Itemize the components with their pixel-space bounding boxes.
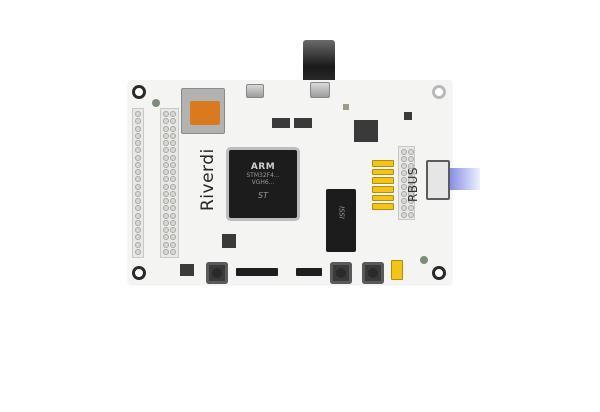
push-button[interactable] — [362, 262, 384, 284]
micro-usb-port-connected — [310, 82, 330, 98]
arm-mcu-chip: ARM STM32F4... VGH6... ST — [229, 150, 297, 218]
mounting-hole-bottom-left — [132, 266, 146, 280]
pin-header-double-row — [160, 108, 179, 258]
reset-button[interactable] — [206, 262, 228, 284]
rbus-label: RBUS — [406, 167, 420, 202]
riverdi-logo: Riverdi — [198, 148, 218, 211]
usb-cable — [303, 40, 335, 84]
mounting-hole-bottom-right — [432, 266, 446, 280]
ribbon-cable — [448, 168, 480, 190]
rbus-header — [398, 146, 415, 220]
boot-jumper[interactable] — [391, 260, 403, 280]
sd-card-slot — [181, 88, 225, 134]
sd-card-slot-latch — [190, 101, 220, 125]
ic-chip — [354, 120, 378, 142]
pin-header-bottom — [236, 268, 278, 276]
via-pad — [420, 256, 428, 264]
memory-chip: ISSI — [326, 189, 356, 252]
chip-marking: STM32F4... — [246, 172, 280, 179]
jumper-block[interactable] — [372, 160, 394, 211]
mounting-hole-top-right — [432, 85, 446, 99]
pin-header-single-row — [132, 108, 144, 258]
smd-component — [404, 112, 412, 120]
pin-header-bottom — [296, 268, 322, 276]
regulator — [294, 118, 312, 128]
arm-logo: ARM — [250, 162, 276, 172]
issi-marking: ISSI — [337, 206, 346, 219]
crystal — [343, 104, 349, 110]
st-logo: ST — [258, 191, 268, 200]
push-button[interactable] — [330, 262, 352, 284]
eeprom-chip — [222, 234, 236, 248]
fpc-connector[interactable] — [426, 160, 450, 200]
via-pad — [152, 99, 160, 107]
ic-chip — [180, 264, 194, 276]
micro-usb-port — [246, 84, 264, 98]
regulator — [272, 118, 290, 128]
mounting-hole-top-left — [132, 85, 146, 99]
chip-marking: VGH6... — [251, 179, 275, 186]
